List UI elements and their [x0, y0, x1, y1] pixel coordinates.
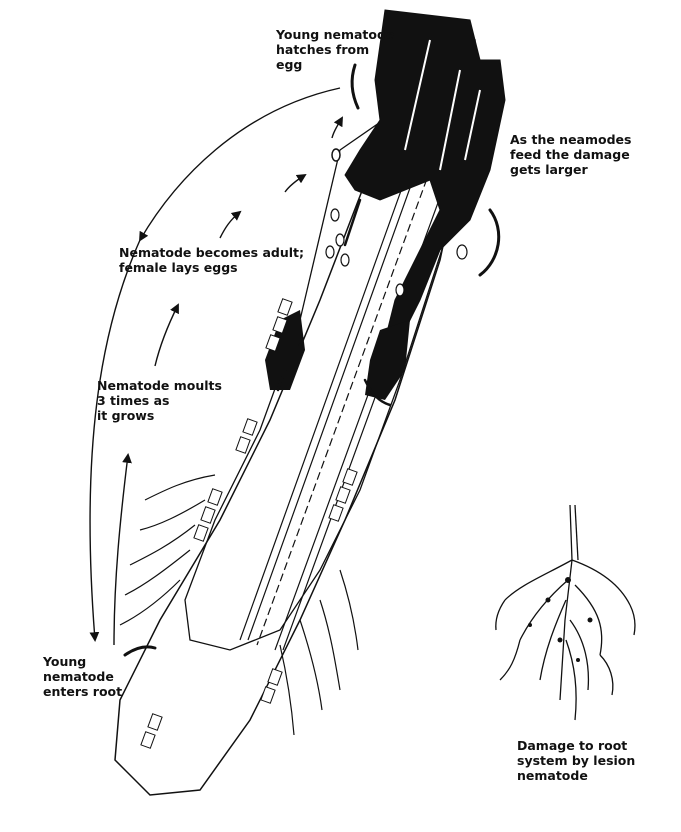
single-egg-icon	[332, 149, 340, 161]
label-enters-root: Young nematode enters root	[43, 654, 122, 699]
label-root-system-damage: Damage to root system by lesion nematode	[517, 738, 635, 783]
label-moults-three-times: Nematode moults 3 times as it grows	[97, 378, 222, 423]
label-young-nematode-hatches: Young nematode hatches from egg	[276, 27, 394, 72]
label-becomes-adult: Nematode becomes adult; female lays eggs	[119, 245, 304, 275]
damaged-root-system	[496, 505, 635, 720]
root-system-lesions	[528, 577, 593, 662]
label-damage-gets-larger: As the neamodes feed the damage gets lar…	[510, 132, 631, 177]
